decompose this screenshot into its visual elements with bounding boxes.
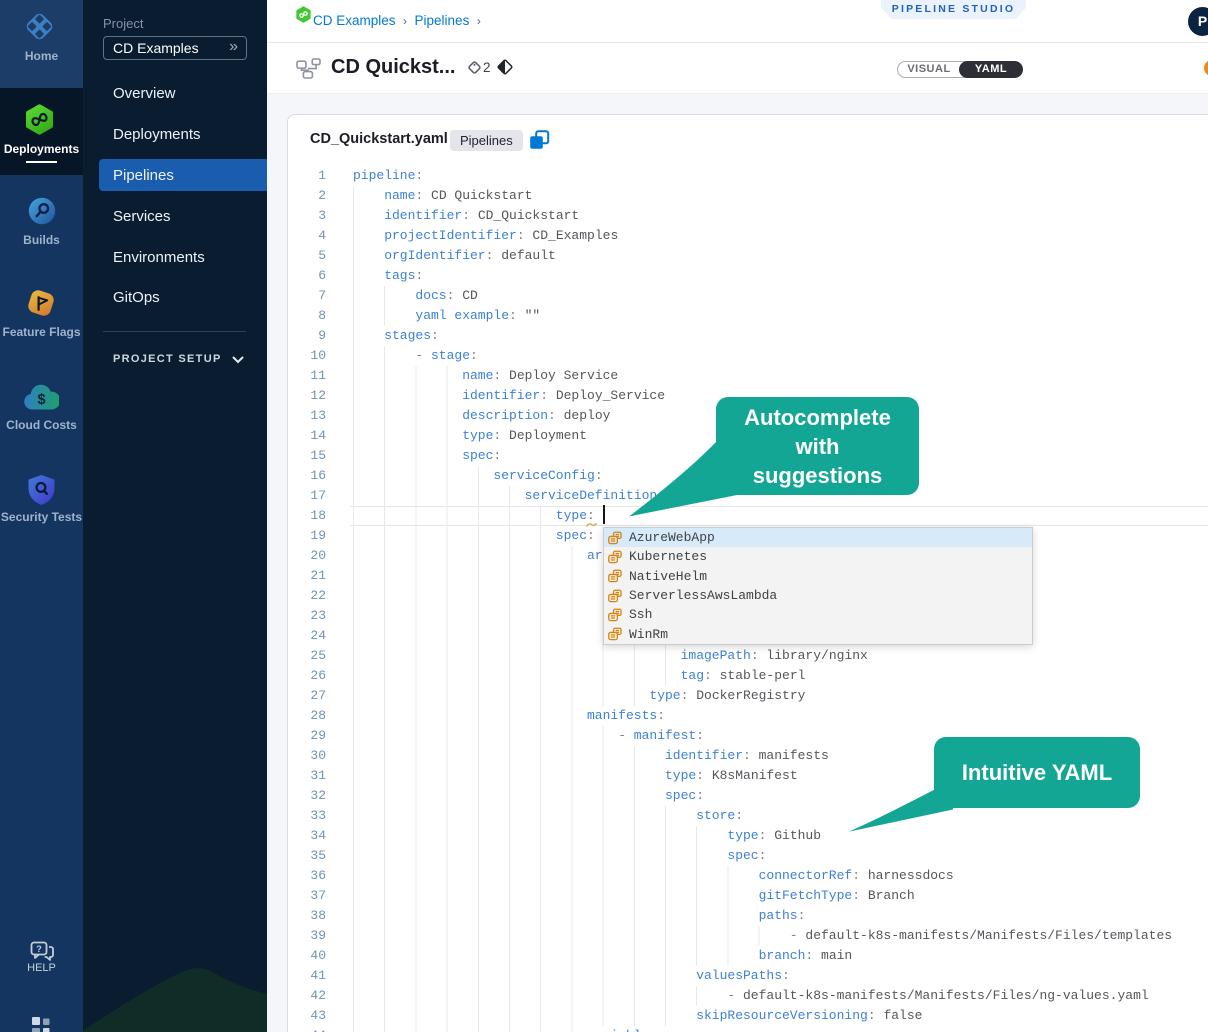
svg-text:$: $ <box>37 392 45 408</box>
svg-text:?: ? <box>36 944 42 954</box>
